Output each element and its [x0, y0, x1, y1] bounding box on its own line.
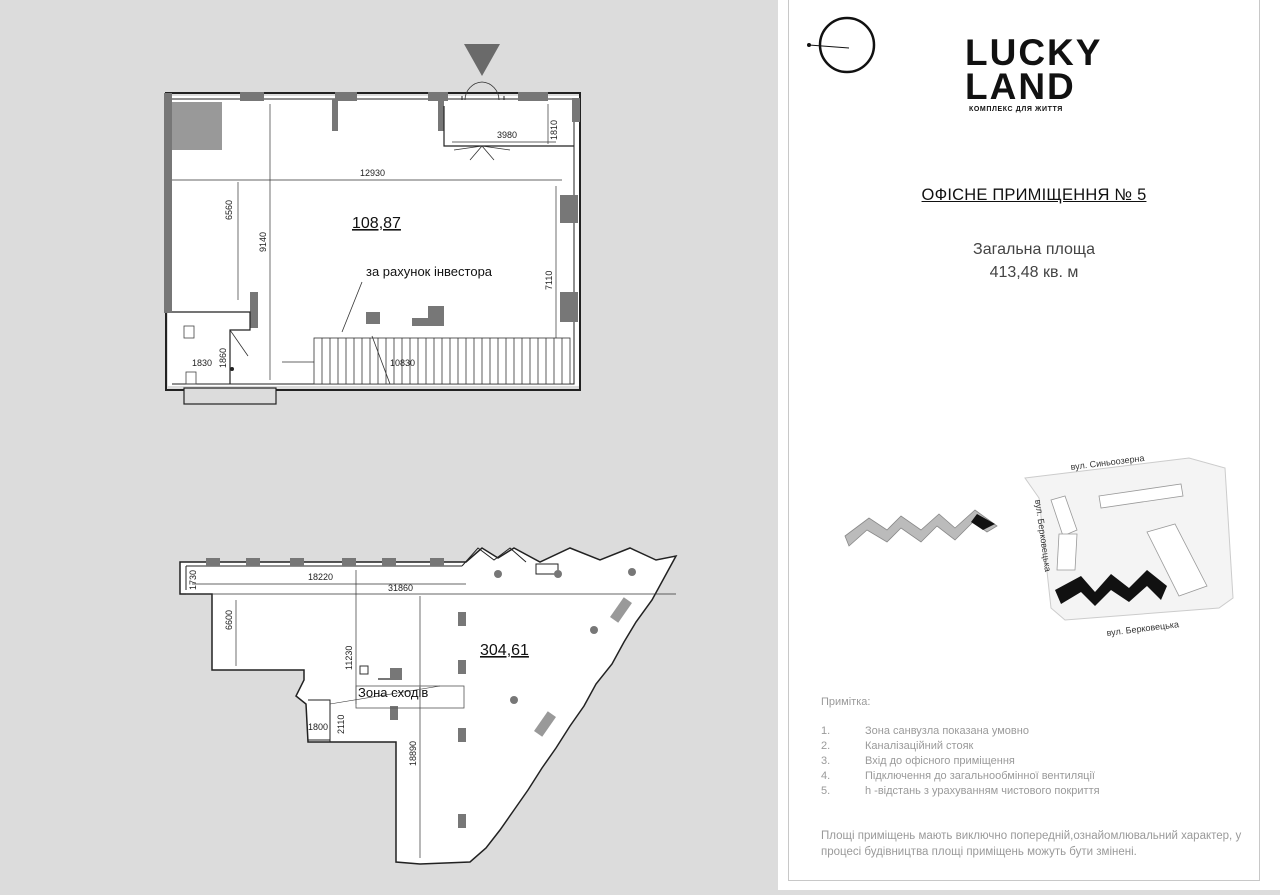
lower-floor-plan: 304,61 Зона сходів 18220 31860 1730 6600… — [179, 547, 678, 865]
upper-dim-stairs: 10830 — [390, 358, 415, 368]
upper-dim-bath-h: 1860 — [218, 348, 228, 368]
lower-dim-room-h: 2110 — [336, 715, 346, 734]
total-area-value: 413,48 кв. м — [989, 264, 1079, 281]
note-text: Підключення до загальнообмінної вентиляц… — [865, 770, 1095, 782]
info-sheet: LUCKY LAND КОМПЛЕКС ДЛЯ ЖИТТЯ ОФІСНЕ ПРИ… — [778, 0, 1280, 890]
logo-text-line1: LUCKY — [965, 32, 1103, 73]
note-text: Зона санвузла показана умовно — [865, 725, 1029, 737]
location-map: вул. Синьоозерна вул. Берковецька вул. Б… — [844, 453, 1234, 638]
info-frame: LUCKY LAND КОМПЛЕКС ДЛЯ ЖИТТЯ ОФІСНЕ ПРИ… — [788, 0, 1260, 881]
upper-investor-label: за рахунок інвестора — [366, 264, 493, 279]
lower-dim-top: 18220 — [308, 572, 333, 582]
project-highlight-icon — [1055, 570, 1167, 606]
floor-plans-drawing: 108,87 за рахунок інвестора 12930 3980 1… — [164, 44, 678, 865]
lower-area-label: 304,61 — [480, 642, 529, 659]
note-number: 2. — [821, 740, 831, 752]
lower-dim-strip: 1730 — [188, 570, 198, 590]
note-number: 5. — [821, 785, 831, 797]
upper-dim-left: 6560 — [224, 200, 234, 220]
upper-dim-vestibule: 3980 — [497, 130, 517, 140]
logo-circle-icon — [807, 16, 876, 74]
lower-dim-mid: 11230 — [344, 646, 354, 670]
note-number: 1. — [821, 725, 831, 737]
lower-dim-left: 6600 — [224, 610, 234, 630]
entrance-arrow-icon — [464, 44, 500, 76]
lower-stairs-label: Зона сходів — [358, 685, 428, 700]
notes-title: Примітка: — [821, 696, 871, 708]
logo-subtitle: КОМПЛЕКС ДЛЯ ЖИТТЯ — [969, 106, 1063, 113]
note-number: 3. — [821, 755, 831, 767]
page-title: ОФІСНЕ ПРИМІЩЕННЯ № 5 — [921, 186, 1147, 204]
note-text: Каналізаційний стояк — [865, 740, 974, 752]
street-label-south: вул. Берковецька — [1106, 619, 1179, 638]
upper-dim-right: 7110 — [544, 271, 554, 290]
upper-dim-bath-w: 1830 — [192, 358, 212, 368]
note-text: Вхід до офісного приміщення — [865, 755, 1015, 767]
building-highlight-icon — [971, 514, 995, 530]
logo-text-line2: LAND — [965, 66, 1076, 107]
upper-dim-height: 9140 — [258, 232, 268, 252]
total-area-label: Загальна площа — [973, 241, 1095, 258]
upper-dim-width: 12930 — [360, 168, 385, 178]
upper-dim-vestibule-depth: 1810 — [549, 120, 559, 140]
lower-dim-total: 31860 — [388, 583, 413, 593]
building-outline-icon — [844, 509, 998, 547]
lower-dim-depth: 18890 — [408, 741, 418, 766]
note-number: 4. — [821, 770, 831, 782]
disclaimer-text: Площі приміщень мають виключно попередні… — [821, 830, 1242, 858]
lower-dim-room-w: 1800 — [308, 722, 328, 732]
note-text: h -відстань з урахуванням чистового покр… — [865, 785, 1100, 797]
floor-plans-panel: 108,87 за рахунок інвестора 12930 3980 1… — [164, 44, 678, 865]
upper-floor-plan: 108,87 за рахунок інвестора 12930 3980 1… — [164, 44, 581, 405]
upper-area-label: 108,87 — [352, 215, 401, 232]
